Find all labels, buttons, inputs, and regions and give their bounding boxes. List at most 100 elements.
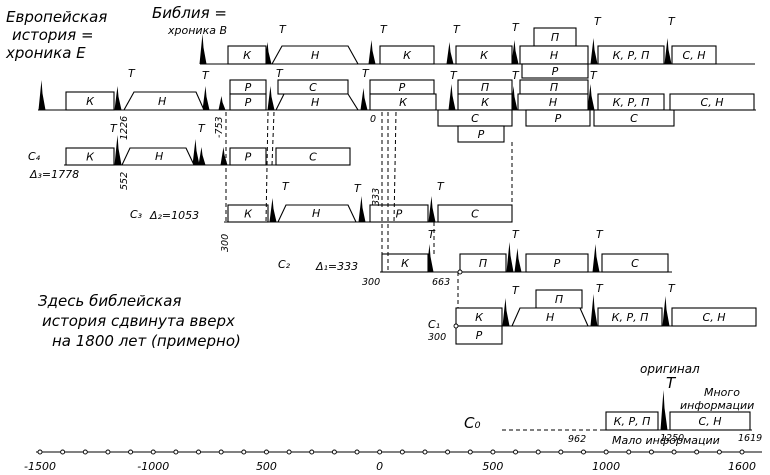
bible-k2: К [379, 45, 435, 65]
segment-letter: Н [550, 49, 558, 62]
segment-box [525, 253, 589, 273]
euro-sn: С, Н [669, 93, 755, 111]
segment-letter: К, Р, П [613, 96, 650, 109]
c3-t3: Т [437, 180, 445, 193]
segment-letter: К, Р, П [612, 311, 649, 324]
segment-letter: К [243, 49, 252, 62]
euro-p4: Р [525, 109, 591, 127]
segment-box [227, 45, 267, 65]
c4-k: К [65, 147, 115, 166]
segment-letter: Р [552, 65, 559, 78]
c1-k: К [455, 307, 503, 327]
bible-t1: Т [279, 23, 287, 36]
segment-letter: К [86, 95, 95, 108]
peak-marker [660, 390, 668, 430]
year-300-c: 300 [428, 332, 446, 343]
segment-box [455, 325, 503, 345]
euro-k: К [65, 91, 115, 111]
segment-box [597, 307, 663, 327]
segment-letter: К [399, 96, 408, 109]
segment-letter: С [309, 81, 317, 94]
year-962: 962 [568, 434, 586, 445]
bible-line-2: хроника В [167, 24, 227, 37]
peak-shape [592, 244, 600, 272]
year-663: 663 [432, 277, 450, 288]
euro-n3: Н [517, 93, 589, 111]
axis-tick [128, 449, 134, 455]
axis-label: 500 [482, 460, 503, 473]
row-c3: C₃ Δ₂=1053 К Н Р С Т Т Т 333 300 [130, 180, 513, 252]
peak-shape [218, 96, 226, 110]
segment-letter: К [244, 208, 253, 221]
peak-marker [198, 147, 206, 165]
bible-pi: П [533, 27, 577, 47]
peak-marker [448, 84, 456, 110]
peak-shape [514, 248, 522, 272]
note-line-2: история сдвинута вверх [42, 312, 235, 330]
bible-n2: Н [519, 45, 589, 65]
peak-shape [358, 196, 366, 222]
year-1226: 1226 [119, 116, 130, 140]
axis-tick [422, 449, 428, 455]
year-300-a: 300 [220, 234, 231, 252]
euro-s2: С [437, 109, 513, 127]
euro-p: Р [229, 93, 267, 111]
peak-shape [664, 38, 672, 64]
segment-box [605, 411, 659, 431]
c4-n: Н [155, 150, 163, 163]
euro-t6: Т [512, 69, 520, 82]
euro-pi2: П [519, 79, 589, 95]
axis-tick [218, 449, 224, 455]
segment-box [525, 109, 591, 127]
axis-tick [648, 449, 654, 455]
peak-marker [114, 86, 122, 110]
axis-tick [37, 449, 43, 455]
bible-t3: Т [453, 23, 461, 36]
c4-delta: Δ₃=1778 [29, 168, 79, 181]
european-history-line-1: Европейская [6, 8, 107, 26]
c3-delta: Δ₂=1053 [149, 209, 199, 222]
c1-t3: Т [668, 282, 676, 295]
peak-marker [590, 294, 598, 326]
peak-marker [38, 80, 46, 110]
euro-pi: П [457, 79, 513, 95]
c2-p: Р [525, 253, 589, 273]
peak-marker [506, 242, 514, 272]
peak-marker [446, 42, 454, 64]
c1-n: Н [546, 311, 554, 324]
note-line-3: на 1800 лет (примерно) [52, 332, 241, 350]
segment-box [669, 411, 751, 431]
c4-label: C₄ [28, 150, 41, 163]
segment-box [65, 91, 115, 111]
euro-n: Н [158, 95, 166, 108]
segment-box [459, 253, 507, 273]
c2-t1: Т [428, 228, 436, 241]
bible-t4: Т [512, 21, 520, 34]
axis-tick [399, 449, 405, 455]
c2-label: C₂ [278, 258, 291, 271]
c0-t: Т [666, 374, 677, 392]
peak-marker [428, 196, 436, 222]
peak-marker [514, 248, 522, 272]
bible-label: Библия = хроника В [152, 4, 227, 37]
bible-p: Р [521, 63, 589, 79]
c1-p: Р [455, 325, 503, 345]
peak-marker [502, 298, 510, 326]
segment-letter: К, Р, П [613, 49, 650, 62]
axis-tick [626, 449, 632, 455]
segment-letter: П [481, 81, 489, 94]
segment-box [369, 93, 437, 111]
euro-p3: Р [457, 125, 505, 143]
year-1619: 1619 [738, 433, 762, 444]
c2-delta: Δ₁=333 [315, 260, 358, 273]
euro-t4: Т [362, 67, 370, 80]
peak-marker [114, 135, 122, 165]
peak-marker [360, 88, 368, 110]
peak-marker [192, 139, 200, 165]
c1-t2: Т [596, 282, 604, 295]
segment-letter: Р [478, 128, 485, 141]
segment-box [457, 125, 505, 143]
row-c0: C₀ К, Р, П С, Н Т оригинал Много информа… [464, 362, 762, 447]
bible-k3: К [455, 45, 513, 65]
